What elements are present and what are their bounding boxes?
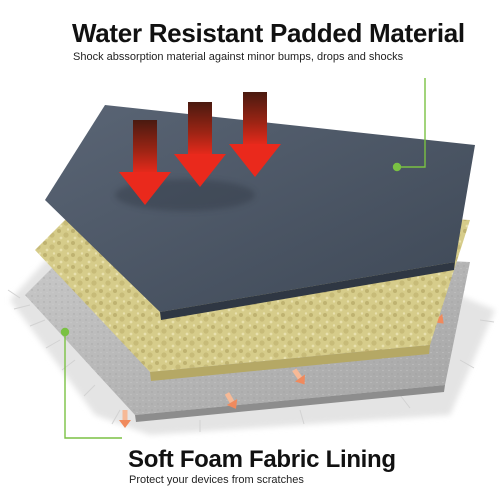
bottom-callout-subtitle: Protect your devices from scratches [129,474,304,486]
bottom-callout-title: Soft Foam Fabric Lining [128,446,396,473]
top-callout-line [392,78,426,172]
down-arrow-icon [119,92,281,205]
top-callout-title: Water Resistant Padded Material [72,18,465,48]
fur-strands [7,289,495,432]
bottom-callout-line [60,327,122,439]
top-callout-subtitle: Shock abssorption material against minor… [73,51,404,63]
